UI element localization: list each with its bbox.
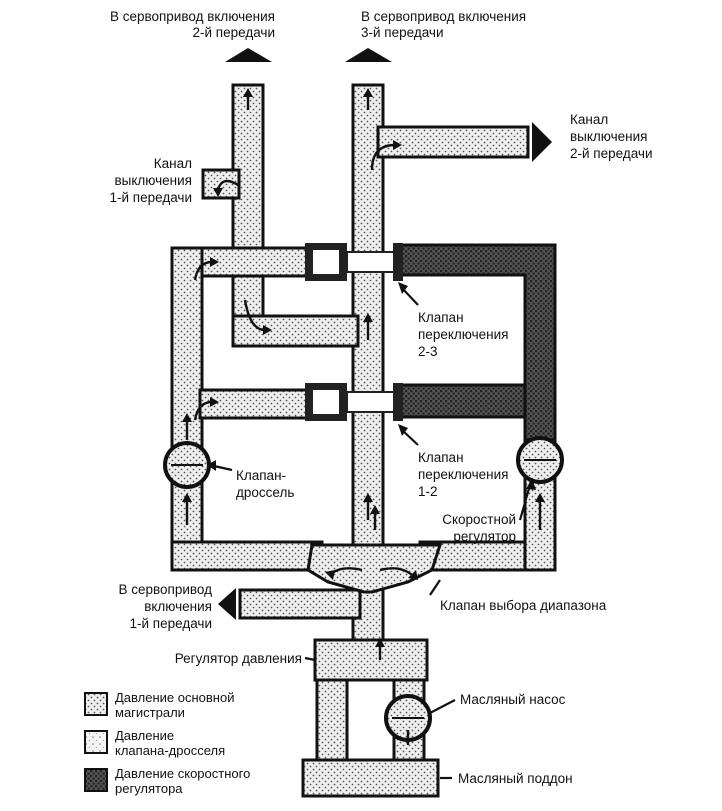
output-arrows [218,48,552,620]
label-canal-1st-line3: 1-й передачи [110,190,193,205]
label-valve-12-line3: 1-2 [418,484,438,499]
throttle-valve [163,441,211,489]
label-throttle-line2: дроссель [236,485,294,500]
label-servo-1st-line1: В сервопривод [118,582,212,597]
leader-lines [207,282,536,780]
arrow-left-1st-icon [218,588,236,620]
legend-throttle-line2: клапана-дросселя [115,743,225,758]
label-valve-23-line3: 2-3 [418,344,438,359]
channels [170,83,557,798]
label-canal-1st-line1: Канал [154,156,192,171]
label-governor-line1: Скоростной [442,512,516,527]
label-range-valve: Клапан выбора диапазона [440,598,607,613]
label-oil-pump: Масляный насос [460,692,566,707]
label-governor-line2: регулятор [453,529,516,544]
label-valve-23-line2: переключения [418,327,508,342]
label-servo-2nd-line1: В сервопривод включения [110,9,275,24]
legend-throttle-line1: Давление [115,728,174,743]
label-servo-3rd-line2: 3-й передачи [361,25,444,40]
flow-arrows [182,88,545,745]
governor-valve [516,436,564,484]
arrow-up-2nd-icon [225,48,272,62]
label-canal-2nd-line1: Канал [570,112,608,127]
label-oil-pan: Масляный поддон [458,771,573,786]
label-canal-2nd-line2: выключения [570,129,648,144]
legend-governor-line1: Давление скоростного [115,766,250,781]
legend-swatch-main [84,692,108,716]
arrow-up-3rd-icon [345,48,392,62]
label-valve-12-line1: Клапан [418,450,464,465]
label-valve-12-line2: переключения [418,467,508,482]
legend-swatch-throttle [84,730,108,754]
arrow-right-canal-icon [532,122,552,162]
legend-main-line2: магистрали [115,705,185,720]
label-canal-2nd-line3: 2-й передачи [570,146,653,161]
label-servo-1st-line3: 1-й передачи [130,616,213,631]
label-servo-1st-line2: включения [144,599,212,614]
valve-23 [305,243,403,281]
valve-12 [305,383,403,421]
label-canal-1st-line2: выключения [115,173,193,188]
label-servo-3rd-line1: В сервопривод включения [361,9,526,24]
svg-text:Клапан-дроссель: Клапан-дроссель [236,468,294,500]
legend-main-line1: Давление основной [115,690,234,705]
legend-swatch-governor [84,768,108,792]
governor-channels [395,243,557,442]
label-valve-23-line1: Клапан [418,310,464,325]
label-servo-2nd-line2: 2-й передачи [193,25,276,40]
label-pressure-reg: Регулятор давления [175,651,302,666]
label-throttle-line1: Клапан- [236,468,286,483]
legend-governor-line2: регулятора [115,781,183,796]
